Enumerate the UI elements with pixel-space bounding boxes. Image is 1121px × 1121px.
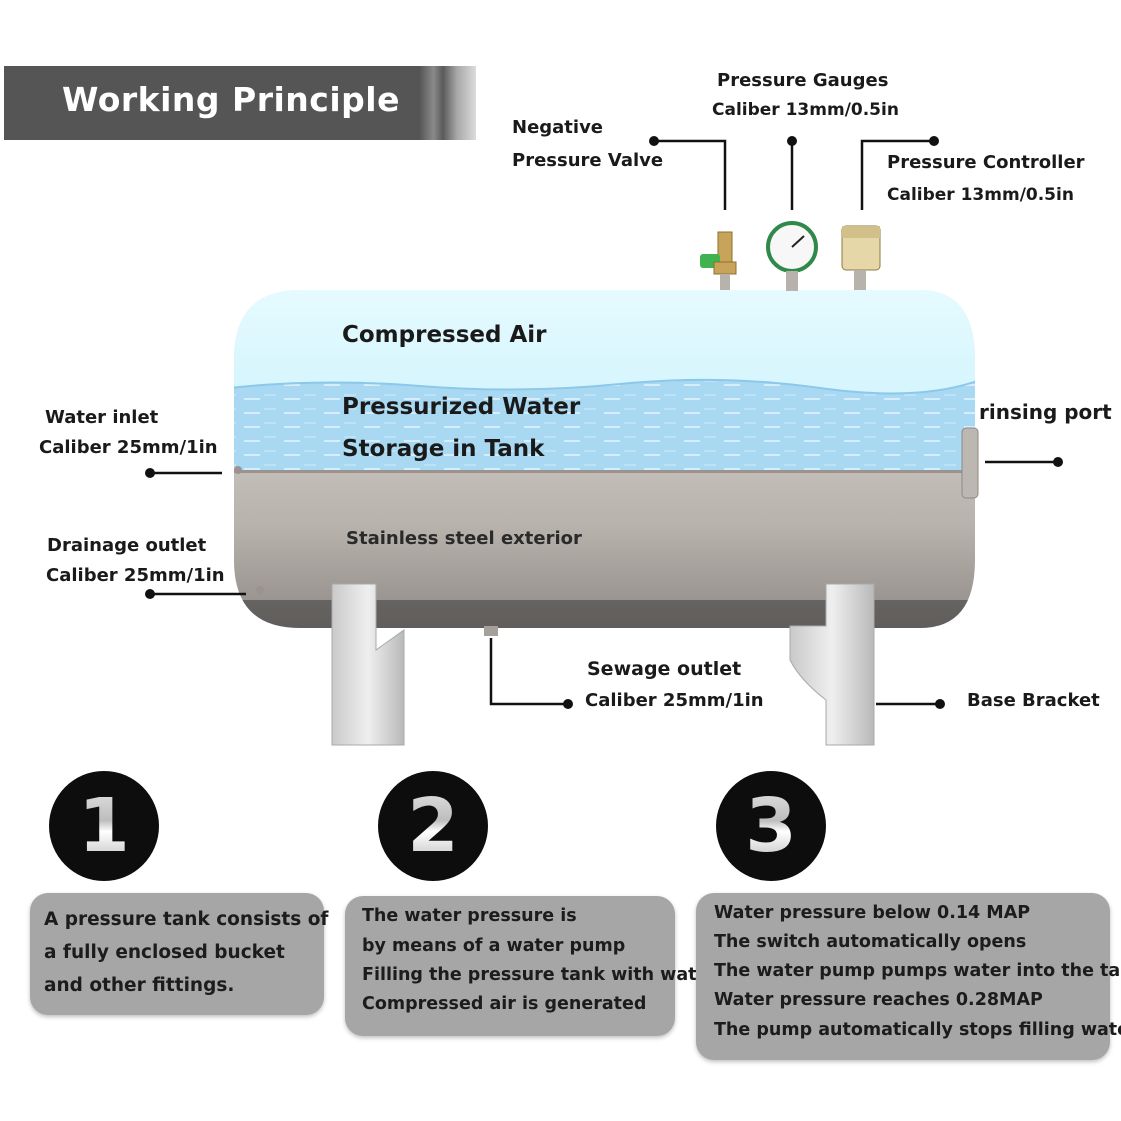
step-1-line: a fully enclosed bucket xyxy=(44,942,285,963)
step-1-badge: 1 xyxy=(49,771,159,881)
tank-illustration xyxy=(145,136,1063,746)
step-3-line: The switch automatically opens xyxy=(714,932,1027,952)
step-1-line: and other fittings. xyxy=(44,975,235,996)
step-3-badge: 3 xyxy=(716,771,826,881)
step-2-line: by means of a water pump xyxy=(362,936,626,956)
gauges-caliber: Caliber 13mm/0.5in xyxy=(712,100,899,120)
storage-label: Storage in Tank xyxy=(342,436,545,462)
callout-lines xyxy=(150,139,1058,706)
sewage-caliber: Caliber 25mm/1in xyxy=(585,690,764,711)
drainage-label: Drainage outlet xyxy=(47,535,207,556)
controller-label: Pressure Controller xyxy=(887,152,1085,173)
drainage-caliber: Caliber 25mm/1in xyxy=(46,565,225,586)
pressurized-water-label: Pressurized Water xyxy=(342,394,581,420)
callout-dots xyxy=(145,136,1063,709)
negative-valve-label-2: Pressure Valve xyxy=(512,150,664,171)
step-2-line: Filling the pressure tank with water xyxy=(362,965,718,985)
water-inlet-caliber: Caliber 25mm/1in xyxy=(39,437,218,458)
exterior-label: Stainless steel exterior xyxy=(346,528,582,549)
water-inlet-label: Water inlet xyxy=(45,407,159,428)
negative-valve-label-1: Negative xyxy=(512,117,604,138)
step-2-line: The water pressure is xyxy=(362,906,577,926)
step-2-line: Compressed air is generated xyxy=(362,994,647,1014)
gauges-label: Pressure Gauges xyxy=(717,70,889,91)
controller-caliber: Caliber 13mm/0.5in xyxy=(887,185,1074,205)
step-3-card: Water pressure below 0.14 MAP The switch… xyxy=(696,893,1121,1060)
step-3-line: The water pump pumps water into the tank… xyxy=(714,961,1121,981)
page-title: Working Principle xyxy=(62,80,400,119)
rinsing-port-label: rinsing port xyxy=(979,400,1112,424)
step-3-line: The pump automatically stops filling wat… xyxy=(714,1020,1121,1040)
top-fittings xyxy=(700,221,881,291)
base-bracket-legs xyxy=(331,583,875,746)
step-3-line: Water pressure below 0.14 MAP xyxy=(714,903,1031,923)
compressed-air-label: Compressed Air xyxy=(342,322,547,348)
step-3-line: Water pressure reaches 0.28MAP xyxy=(714,990,1043,1010)
step-2-badge: 2 xyxy=(378,771,488,881)
step-1-line: A pressure tank consists of xyxy=(44,909,329,930)
title-banner xyxy=(4,66,476,140)
sewage-label: Sewage outlet xyxy=(587,658,742,680)
base-bracket-label: Base Bracket xyxy=(967,690,1100,711)
step-2-card: The water pressure is by means of a wate… xyxy=(345,896,717,1036)
step-1-card: A pressure tank consists of a fully encl… xyxy=(30,893,328,1015)
